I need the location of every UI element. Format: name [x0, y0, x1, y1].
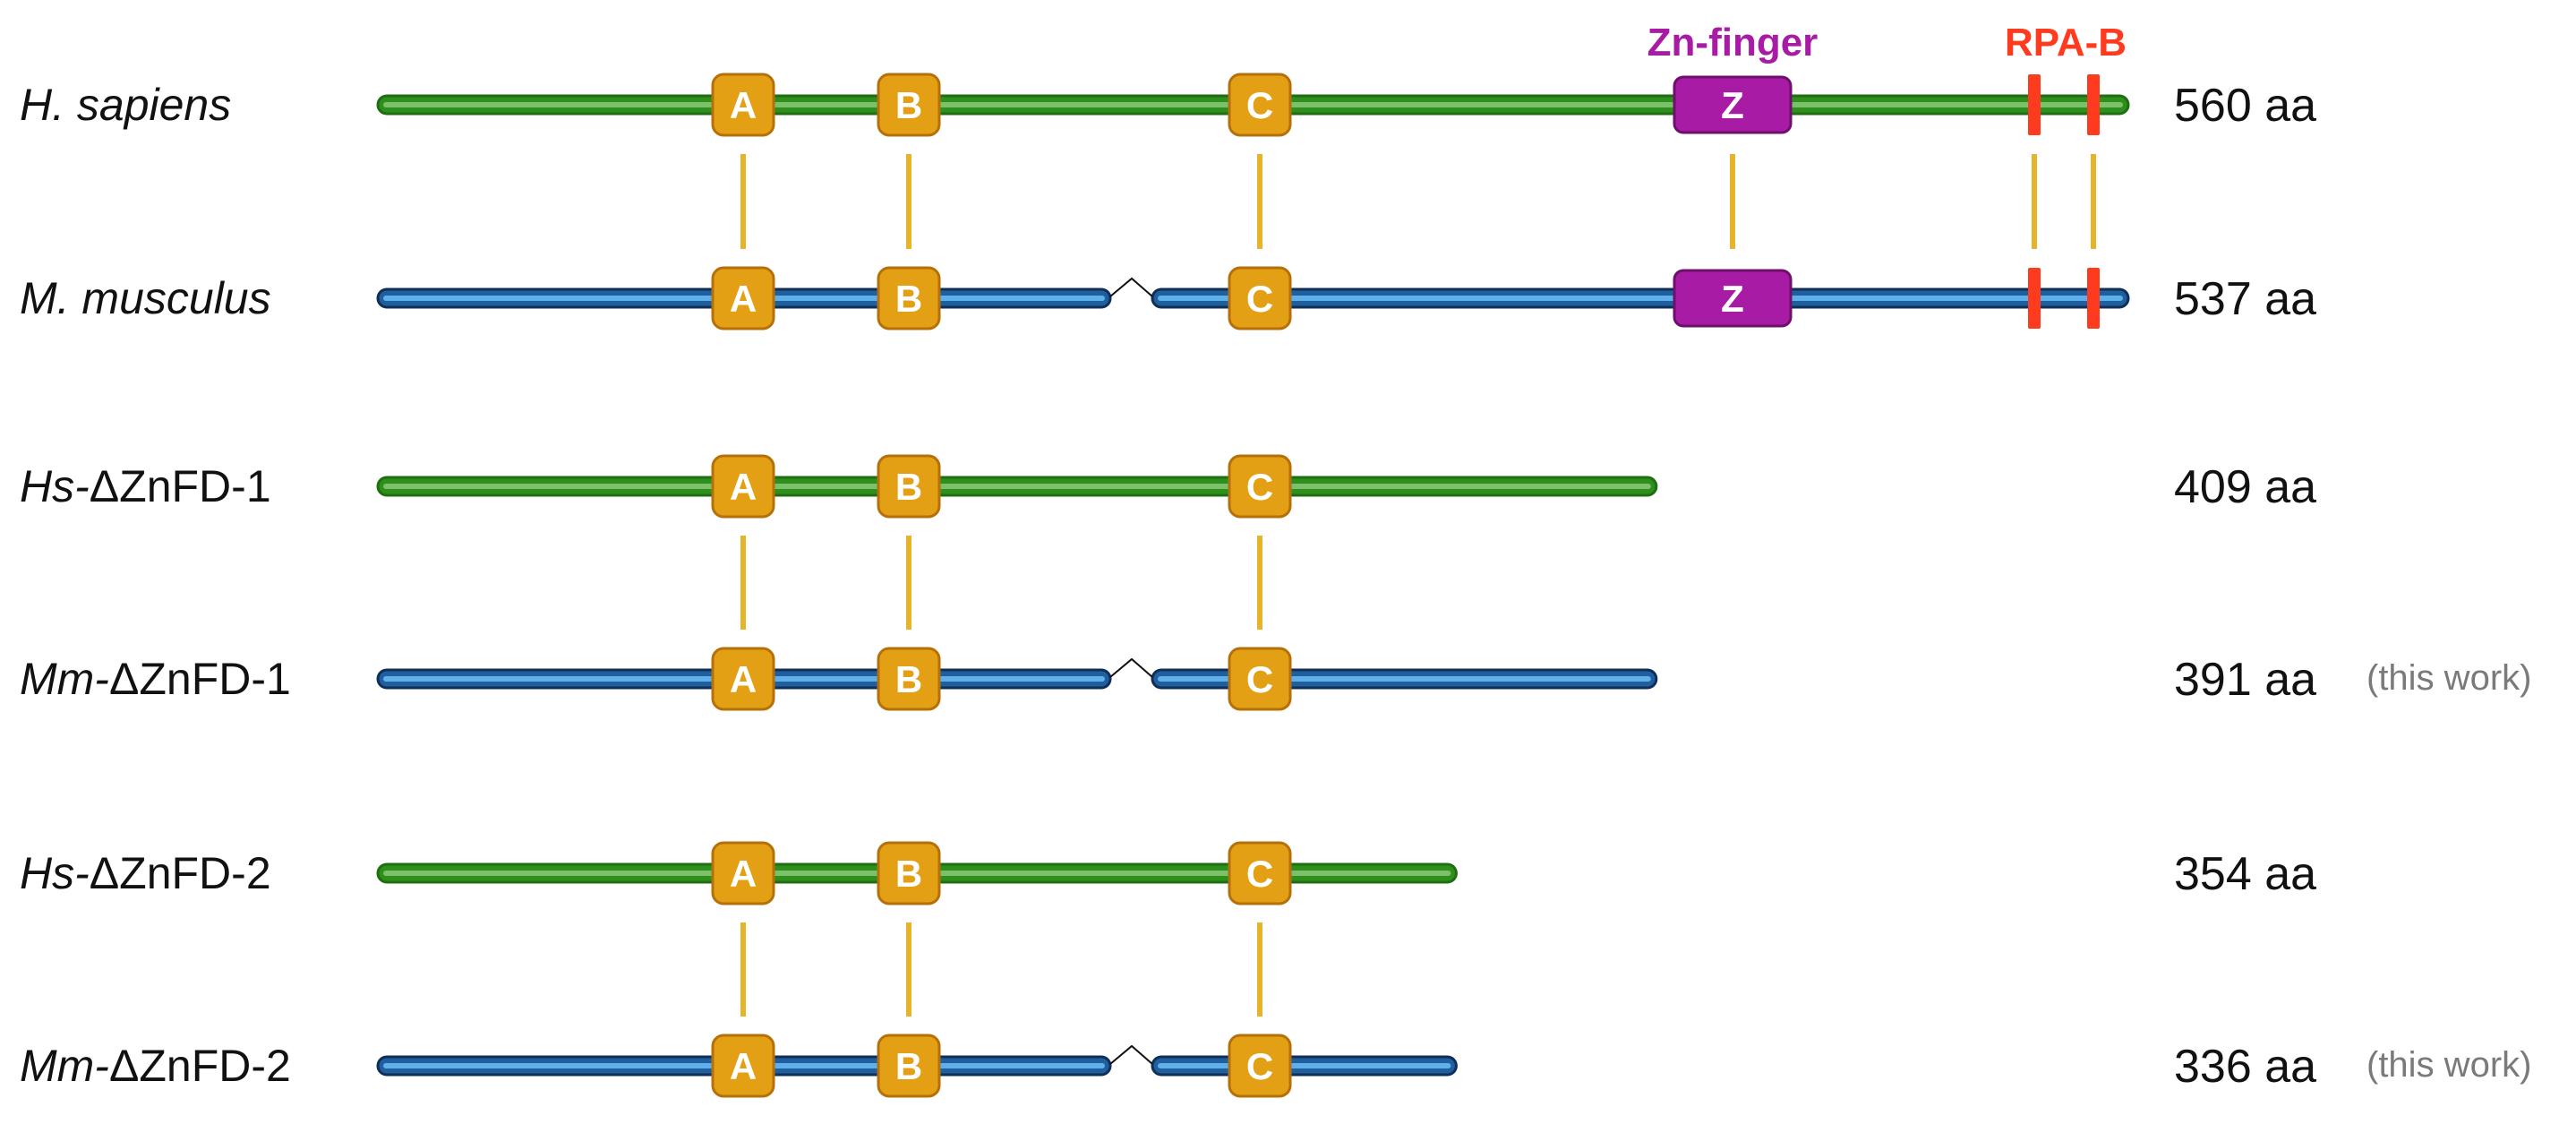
motif-box-b	[877, 647, 941, 711]
protein-row: A B C Hs-ΔZnFD-1 409 aa	[20, 454, 2316, 519]
rpa-b-label: RPA-B	[2005, 21, 2127, 64]
motif-box-c	[1228, 1034, 1292, 1098]
motif-box-c	[1228, 73, 1292, 137]
deletion-gap-icon	[1109, 657, 1153, 678]
motif-box-c	[1228, 266, 1292, 330]
species-italic: Mm-	[20, 654, 109, 704]
species-suffix: ΔZnFD-1	[90, 461, 271, 511]
motif-letter-c: C	[1246, 84, 1273, 126]
rpa-b-site	[2087, 268, 2100, 329]
species-label: Mm-ΔZnFD-2	[20, 1041, 291, 1091]
zinc-finger-domain	[1673, 75, 1793, 134]
species-label: M. musculus	[20, 273, 271, 323]
motif-letter-a: A	[730, 466, 757, 508]
motif-box-a	[711, 1034, 775, 1098]
species-italic: H. sapiens	[20, 80, 231, 130]
protein-track-highlight	[1158, 296, 2123, 301]
motif-box-a	[711, 73, 775, 137]
motif-box-a	[711, 647, 775, 711]
motif-box-b	[877, 454, 941, 519]
motif-letter-b: B	[895, 84, 922, 126]
protein-length: 560 aa	[2174, 80, 2316, 132]
motif-box-a	[711, 266, 775, 330]
protein-row: Z A B C M. musculus 537 aa	[20, 266, 2316, 330]
species-label: H. sapiens	[20, 80, 231, 130]
alignment-connectors	[740, 536, 1262, 630]
motif-letter-b: B	[895, 466, 922, 508]
motif-box-a	[711, 841, 775, 905]
species-italic: Hs-	[20, 848, 90, 898]
motif-letter-c: C	[1246, 466, 1273, 508]
motif-box-b	[877, 1034, 941, 1098]
motif-box-b	[877, 73, 941, 137]
protein-length: 336 aa	[2174, 1041, 2316, 1093]
alignment-connectors	[740, 922, 1262, 1017]
protein-length: 409 aa	[2174, 461, 2316, 513]
deletion-gap-icon	[1109, 277, 1153, 297]
motif-letter-a: A	[730, 278, 757, 320]
zinc-finger-letter: Z	[1721, 84, 1744, 126]
motif-letter-c: C	[1246, 853, 1273, 895]
motif-box-c	[1228, 841, 1292, 905]
protein-row: A B C Mm-ΔZnFD-2 336 aa (this work)	[20, 1034, 2531, 1098]
motif-letter-c: C	[1246, 1045, 1273, 1087]
protein-track-highlight	[383, 484, 1651, 489]
rpa-b-site	[2028, 268, 2041, 329]
motif-letter-a: A	[730, 853, 757, 895]
alignment-connectors	[740, 154, 2096, 249]
protein-length: 537 aa	[2174, 273, 2316, 325]
this-work-note: (this work)	[2366, 1045, 2531, 1085]
species-italic: Mm-	[20, 1041, 109, 1091]
motif-box-a	[711, 454, 775, 519]
species-label: Mm-ΔZnFD-1	[20, 654, 291, 704]
motif-letter-c: C	[1246, 658, 1273, 700]
motif-letter-b: B	[895, 658, 922, 700]
species-label: Hs-ΔZnFD-2	[20, 848, 271, 898]
species-italic: Hs-	[20, 461, 90, 511]
zinc-finger-label: Zn-finger	[1647, 21, 1819, 64]
species-label: Hs-ΔZnFD-1	[20, 461, 271, 511]
motif-box-c	[1228, 647, 1292, 711]
protein-length: 354 aa	[2174, 848, 2316, 900]
species-suffix: ΔZnFD-2	[109, 1041, 291, 1091]
species-suffix: ΔZnFD-2	[90, 848, 271, 898]
motif-box-b	[877, 841, 941, 905]
this-work-note: (this work)	[2366, 658, 2531, 698]
motif-letter-a: A	[730, 1045, 757, 1087]
rpa-b-site	[2028, 74, 2041, 135]
motif-letter-b: B	[895, 278, 922, 320]
motif-letter-c: C	[1246, 278, 1273, 320]
species-suffix: ΔZnFD-1	[109, 654, 291, 704]
protein-track-highlight	[1158, 1063, 1451, 1068]
zinc-finger-letter: Z	[1721, 278, 1744, 320]
motif-box-c	[1228, 454, 1292, 519]
protein-row: A B C Mm-ΔZnFD-1 391 aa (this work)	[20, 647, 2531, 711]
protein-row: A B C Hs-ΔZnFD-2 354 aa	[20, 841, 2316, 905]
motif-letter-a: A	[730, 84, 757, 126]
motif-letter-b: B	[895, 1045, 922, 1087]
motif-letter-a: A	[730, 658, 757, 700]
protein-length: 391 aa	[2174, 654, 2316, 706]
zinc-finger-domain	[1673, 269, 1793, 328]
rpa-b-site	[2087, 74, 2100, 135]
protein-row: Z A B C H. sapiens 560 aa	[20, 73, 2316, 137]
motif-box-b	[877, 266, 941, 330]
deletion-gap-icon	[1109, 1044, 1153, 1065]
motif-letter-b: B	[895, 853, 922, 895]
species-italic: M. musculus	[20, 273, 271, 323]
